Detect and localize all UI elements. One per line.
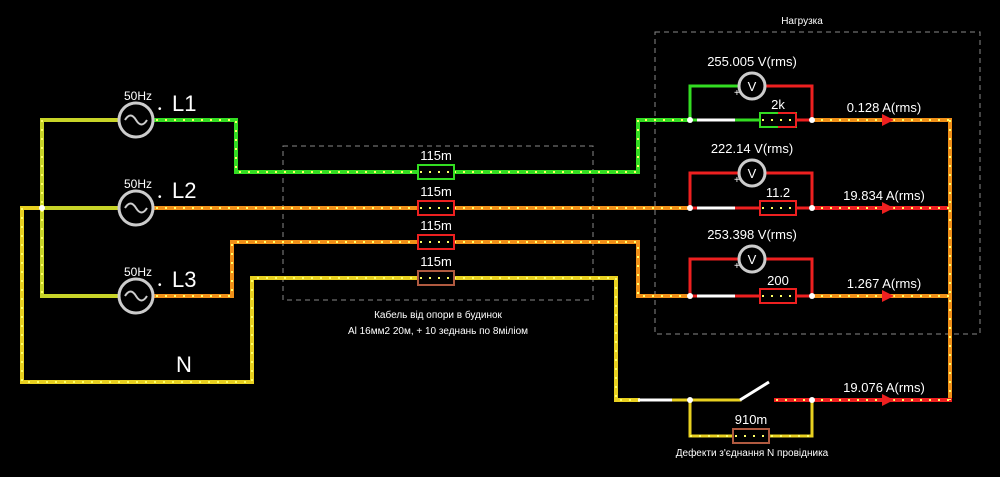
load-resistor-label-3: 200: [767, 273, 789, 288]
neutral-cable-wire: [452, 276, 640, 402]
defect-switch[interactable]: [739, 380, 770, 402]
voltmeter-plus-1: +: [734, 88, 740, 99]
arrow-load2-icon: [882, 202, 894, 214]
source-dot-l1: •: [158, 104, 162, 115]
source-freq-l1: 50Hz: [124, 89, 152, 103]
load-resistor-2: [759, 200, 797, 216]
cable-group-box: [282, 145, 594, 301]
voltage-reading-1: 255.005 V(rms): [707, 54, 797, 69]
source-freq-l2: 50Hz: [124, 177, 152, 191]
load-box-title: Нагрузка: [781, 16, 823, 27]
cable-resistor-l2: [417, 200, 455, 216]
voltmeter-plus-2: +: [734, 175, 740, 186]
phase-label-l3: L3: [172, 267, 196, 292]
source-freq-l3: 50Hz: [124, 265, 152, 279]
current-reading-neutral: 19.076 A(rms): [843, 380, 925, 395]
current-reading-3: 1.267 A(rms): [847, 276, 921, 291]
current-reading-2: 19.834 A(rms): [843, 188, 925, 203]
junctions: [39, 117, 815, 403]
cable-segment-label-l3: 115m: [420, 218, 452, 233]
source-l3[interactable]: [117, 277, 155, 315]
cable-resistor-n: [417, 270, 455, 286]
voltmeter-icon: [737, 244, 767, 274]
load-resistor-label-1: 2k: [771, 97, 785, 112]
neutral-label: N: [176, 352, 192, 377]
defect-caption: Дефекти з'єднання N провідника: [676, 447, 829, 459]
arrow-load3-icon: [882, 290, 894, 302]
current-reading-1: 0.128 A(rms): [847, 100, 921, 115]
voltmeter-plus-3: +: [734, 261, 740, 272]
voltmeter-icon: [737, 158, 767, 188]
voltmeter-icon: [737, 71, 767, 101]
phase-label-l2: L2: [172, 178, 196, 203]
phase-label-l1: L1: [172, 91, 196, 116]
svg-text:V: V: [748, 166, 757, 181]
svg-text:V: V: [748, 252, 757, 267]
cable-segment-label-n: 115m: [420, 254, 452, 269]
cable-caption-line2: Al 16мм2 20м, + 10 зеднань по 8міліом: [348, 326, 528, 337]
load-resistor-3: [759, 288, 797, 304]
arrow-load1-icon: [882, 114, 894, 126]
wires: [20, 84, 952, 438]
source-l1[interactable]: [117, 101, 155, 139]
l1-wire: [154, 118, 422, 174]
current-arrows: [882, 114, 894, 406]
sense-segments: [638, 118, 735, 402]
cable-segment-label-l2: 115m: [420, 184, 452, 199]
arrow-neutral-icon: [882, 394, 894, 406]
neutral-left-wire: [20, 206, 422, 384]
defect-resistor: [732, 428, 770, 444]
voltmeter-3[interactable]: V: [737, 244, 767, 274]
source-dot-l3: •: [158, 280, 162, 291]
cable-caption-line1: Кабель від опори в будинок: [374, 309, 502, 321]
load-resistor-label-2: 11.2: [766, 185, 790, 200]
voltmeter-1[interactable]: V: [737, 71, 767, 101]
voltage-reading-2: 222.14 V(rms): [711, 141, 793, 156]
source-l2[interactable]: [117, 189, 155, 227]
cable-resistor-l3: [417, 234, 455, 250]
source-dot-l2: •: [158, 192, 162, 203]
cable-resistor-l1: [417, 164, 455, 180]
defect-resistor-label: 910m: [735, 412, 768, 427]
svg-text:V: V: [748, 79, 757, 94]
voltage-reading-3: 253.398 V(rms): [707, 227, 797, 242]
cable-resistors[interactable]: [417, 164, 455, 286]
cable-segment-label-l1: 115m: [420, 148, 452, 163]
current-dots: [21, 119, 951, 437]
load-resistors[interactable]: [732, 112, 797, 444]
load-group-box: [654, 31, 981, 335]
voltmeter-2[interactable]: V: [737, 158, 767, 188]
